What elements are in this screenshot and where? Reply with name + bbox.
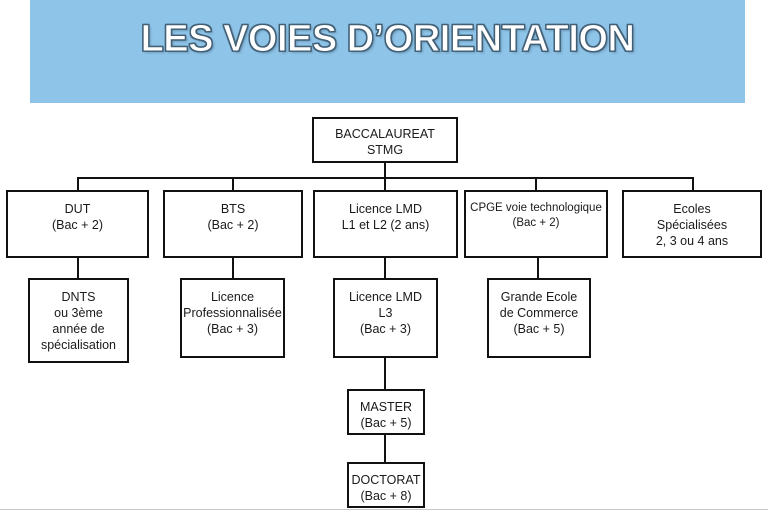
node-line: Professionnalisée	[183, 306, 282, 320]
node-dnts[interactable]: DNTS ou 3ème année de spécialisation	[28, 278, 129, 363]
node-line: Licence LMD	[349, 290, 422, 304]
node-line: L3	[378, 306, 393, 320]
node-line: DUT	[64, 202, 91, 216]
connector-l3-master	[384, 358, 386, 389]
page-title: LES VOIES D’ORIENTATION	[140, 18, 635, 61]
node-line: CPGE voie technologique	[470, 202, 602, 214]
node-line: année de	[52, 322, 105, 336]
connector-lmd-l3	[384, 258, 386, 279]
node-line: ou 3ème	[54, 306, 103, 320]
node-line: BTS	[220, 202, 246, 216]
connector-master-doctorat	[384, 435, 386, 462]
node-line: STMG	[366, 143, 404, 157]
node-doctorat[interactable]: DOCTORAT (Bac + 8)	[347, 462, 425, 508]
node-line: Ecoles	[673, 202, 711, 216]
node-licence-lmd-l3[interactable]: Licence LMD L3 (Bac + 3)	[333, 278, 438, 358]
node-master[interactable]: MASTER (Bac + 5)	[347, 389, 425, 435]
connector-to-dut	[77, 177, 79, 191]
footer-divider	[0, 509, 768, 510]
node-dut[interactable]: DUT (Bac + 2)	[6, 190, 149, 258]
node-cpge[interactable]: CPGE voie technologique (Bac + 2)	[464, 190, 608, 258]
connector-row2-bus	[78, 177, 694, 179]
node-line: BACCALAUREAT	[335, 127, 435, 141]
node-line: DNTS	[61, 290, 96, 304]
node-line: L1 et L2 (2 ans)	[341, 218, 430, 232]
connector-to-bts	[232, 177, 234, 191]
connector-to-cpge	[535, 177, 537, 191]
node-line: (Bac + 3)	[359, 322, 412, 336]
node-line: (Bac + 3)	[206, 322, 259, 336]
node-ecoles-specialisees[interactable]: Ecoles Spécialisées 2, 3 ou 4 ans	[622, 190, 762, 258]
node-line: DOCTORAT	[351, 473, 421, 487]
node-line: Licence	[210, 290, 255, 304]
node-line: Grande Ecole	[500, 290, 578, 304]
connector-to-licence-lmd	[384, 177, 386, 191]
node-grande-ecole-de-commerce[interactable]: Grande Ecole de Commerce (Bac + 5)	[487, 278, 591, 358]
node-line: de Commerce	[499, 306, 579, 320]
node-line: (Bac + 5)	[513, 322, 565, 336]
connector-bts-licence-pro	[232, 258, 234, 279]
node-line: (Bac + 8)	[360, 489, 412, 503]
node-line: 2, 3 ou 4 ans	[655, 234, 729, 248]
node-baccalaureat-stmg[interactable]: BACCALAUREAT STMG	[312, 117, 458, 163]
node-line: spécialisation	[40, 338, 117, 352]
node-line: Licence LMD	[349, 202, 422, 216]
connector-root-stem	[384, 162, 386, 179]
node-licence-professionnalisee[interactable]: Licence Professionnalisée (Bac + 3)	[180, 278, 285, 358]
node-line: (Bac + 2)	[51, 218, 104, 232]
node-line: (Bac + 2)	[512, 216, 560, 229]
node-licence-lmd-l1-l2[interactable]: Licence LMD L1 et L2 (2 ans)	[313, 190, 458, 258]
connector-to-ecoles	[692, 177, 694, 191]
title-banner: LES VOIES D’ORIENTATION	[30, 0, 745, 103]
connector-dut-dnts	[77, 258, 79, 279]
node-line: (Bac + 2)	[207, 218, 259, 232]
connector-cpge-grande-ecole	[537, 258, 539, 279]
node-bts[interactable]: BTS (Bac + 2)	[163, 190, 303, 258]
node-line: Spécialisées	[656, 218, 728, 232]
node-line: MASTER	[359, 400, 413, 414]
node-line: (Bac + 5)	[360, 416, 412, 430]
